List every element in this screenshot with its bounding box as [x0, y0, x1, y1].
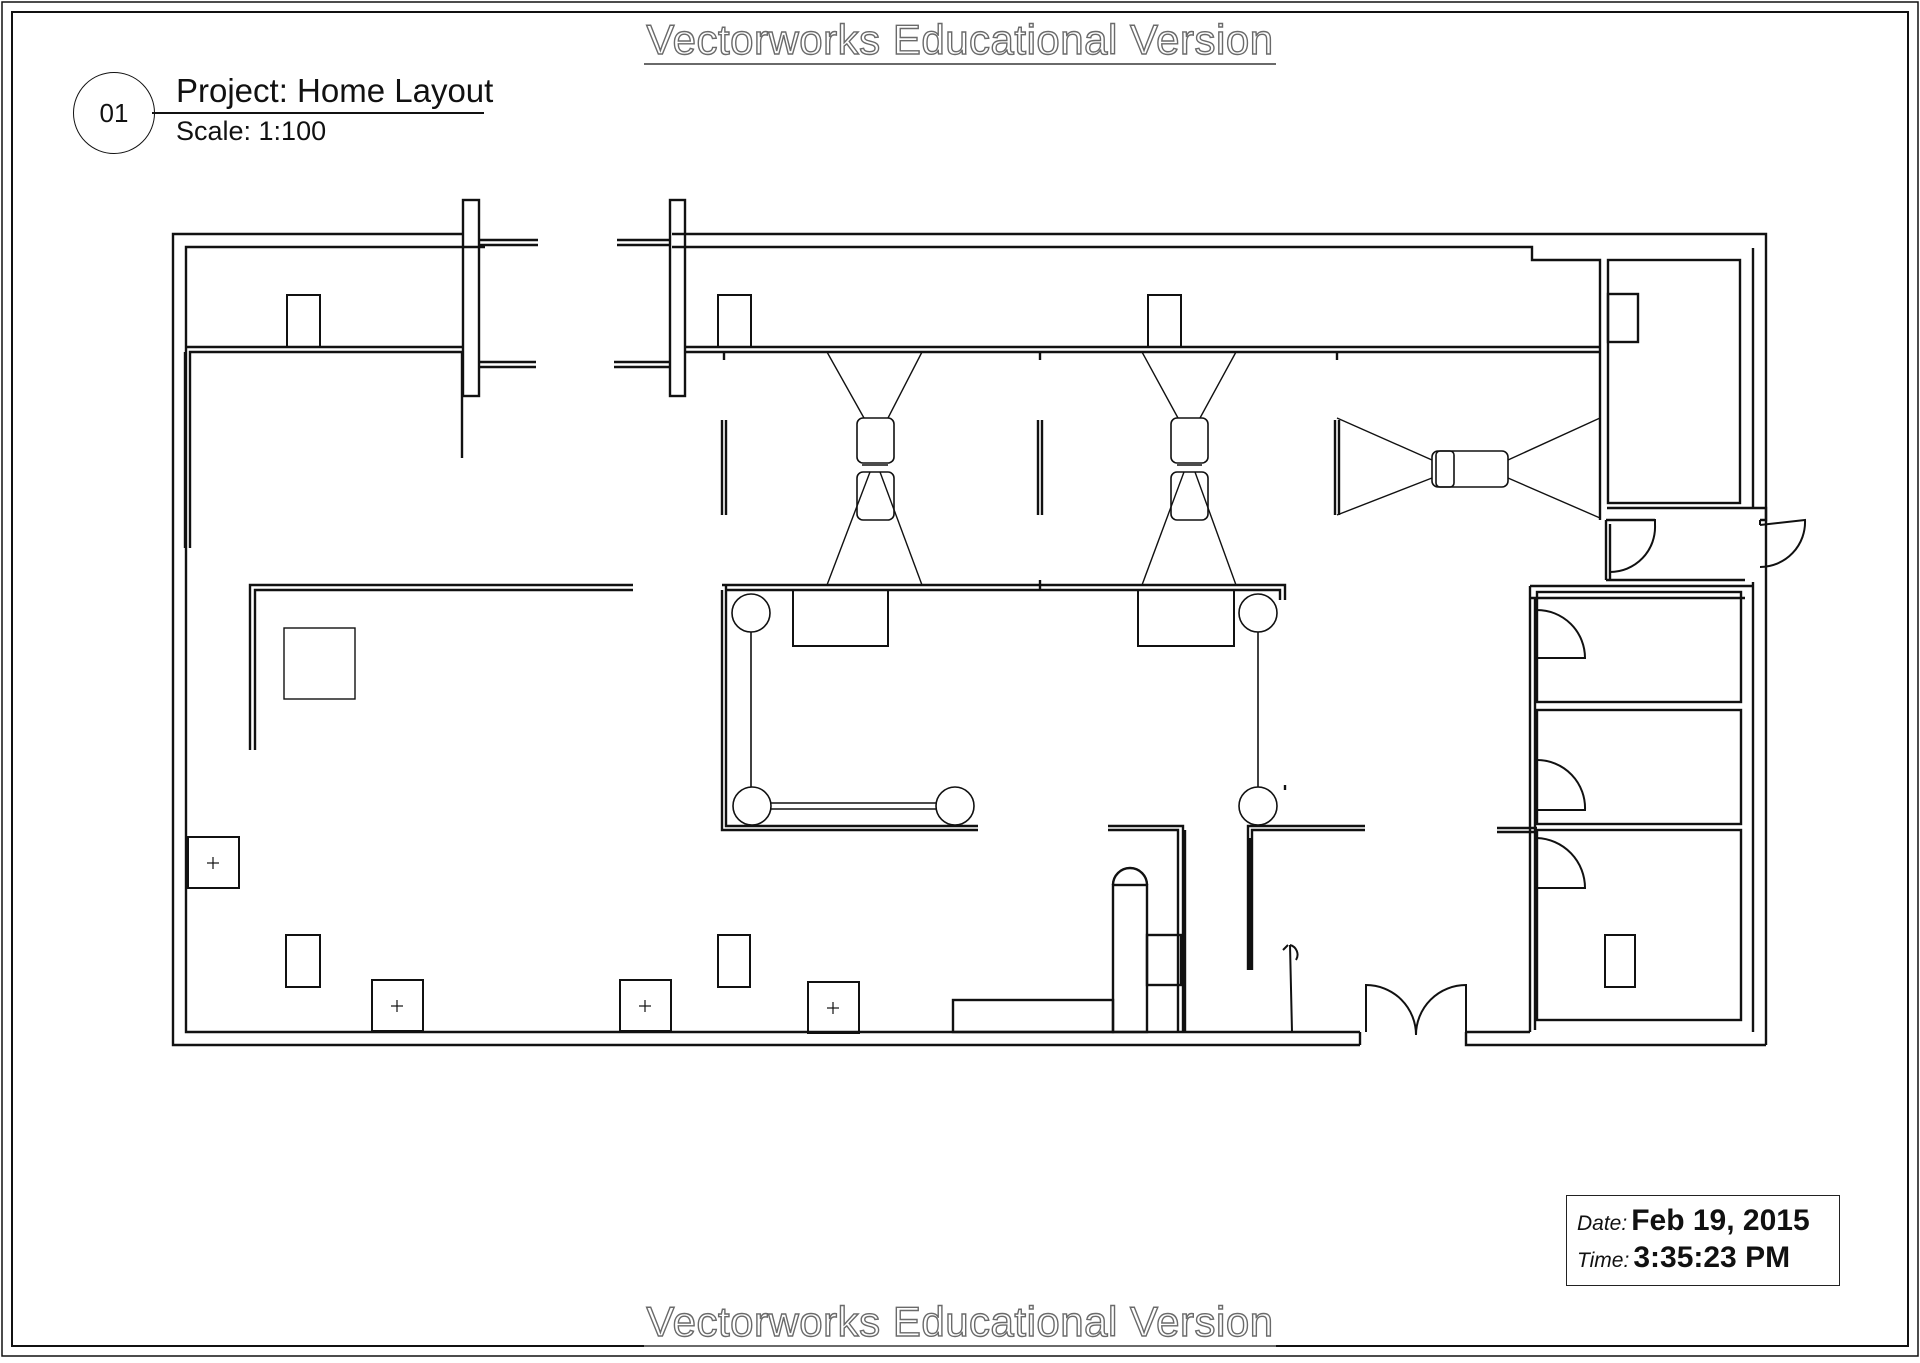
door-arc-main-right — [1415, 983, 1467, 1036]
watermark-top-text: Vectorworks Educational Version — [644, 15, 1276, 65]
bench — [1111, 883, 1149, 1034]
projector-1-lens — [856, 471, 895, 521]
stamp-time-row: Time:3:35:23 PM — [1577, 1241, 1790, 1275]
outlet-boxes — [187, 836, 860, 1034]
room-storage-top — [1606, 258, 1742, 505]
stamp-time-label: Time: — [1577, 1249, 1630, 1272]
fixture-2 — [717, 294, 752, 348]
projector-3-lens — [1435, 450, 1455, 488]
watermark-top: Vectorworks Educational Version — [0, 15, 1920, 65]
projectors — [856, 417, 1509, 521]
corridor-wall — [183, 345, 1601, 548]
project-title: Project: Home Layout — [176, 72, 494, 109]
doors — [1282, 518, 1807, 1036]
outlet-plus — [207, 857, 839, 1014]
fixture-6 — [1604, 934, 1636, 988]
rope-barriers — [731, 593, 1278, 826]
column-left — [461, 198, 481, 398]
exterior-walls — [171, 232, 1768, 1047]
door-arc-stall-2 — [1536, 758, 1587, 811]
fixtures — [283, 294, 1636, 988]
projection-cones — [826, 351, 1601, 586]
door-swing-small — [1282, 944, 1299, 1033]
door-arc-main-left — [1365, 983, 1417, 1036]
room-stall-3 — [1535, 828, 1743, 1022]
room-stall-1 — [1535, 590, 1743, 704]
column-right — [668, 198, 687, 398]
stamp-date-label: Date: — [1577, 1212, 1628, 1235]
projector-2-body — [1170, 417, 1209, 464]
door-arc-stall-3 — [1536, 837, 1587, 889]
door-arc-utility-left — [1609, 519, 1657, 574]
date-time-stamp: Date:Feb 19, 2015 Time:3:35:23 PM — [1566, 1195, 1840, 1286]
fixture-5 — [717, 934, 751, 988]
pedestal-a — [792, 589, 889, 647]
display-box — [283, 627, 356, 700]
projector-1-body — [856, 417, 895, 464]
drawing-scale: Scale: 1:100 — [176, 116, 327, 146]
fixture-4 — [285, 934, 321, 988]
door-arc-stall-1 — [1536, 598, 1587, 659]
fixture-1 — [286, 294, 321, 348]
sheet-border-inner — [11, 11, 1909, 1347]
room-unit-small — [1606, 292, 1640, 344]
cabinet — [1145, 933, 1183, 987]
projector-2-lens — [1170, 471, 1209, 521]
entry-columns — [461, 198, 687, 398]
watermark-bottom-text: Vectorworks Educational Version — [644, 1297, 1276, 1347]
drawing-number-badge: 01 — [73, 72, 155, 154]
title-rule — [152, 112, 484, 114]
fixture-3 — [1147, 294, 1182, 348]
room-stall-2 — [1535, 708, 1743, 826]
stamp-date-row: Date:Feb 19, 2015 — [1577, 1204, 1810, 1238]
projector-3-body — [1431, 450, 1509, 488]
watermark-bottom: Vectorworks Educational Version — [0, 1297, 1920, 1347]
pedestal-b — [1137, 589, 1235, 647]
door-arc-utility-right — [1759, 518, 1807, 569]
stamp-date-value: Feb 19, 2015 — [1631, 1204, 1810, 1237]
right-service-rooms — [1528, 258, 1768, 1032]
desk-counter — [951, 998, 1115, 1034]
stamp-time-value: 3:35:23 PM — [1633, 1241, 1791, 1274]
core-partitions — [951, 830, 1252, 1034]
